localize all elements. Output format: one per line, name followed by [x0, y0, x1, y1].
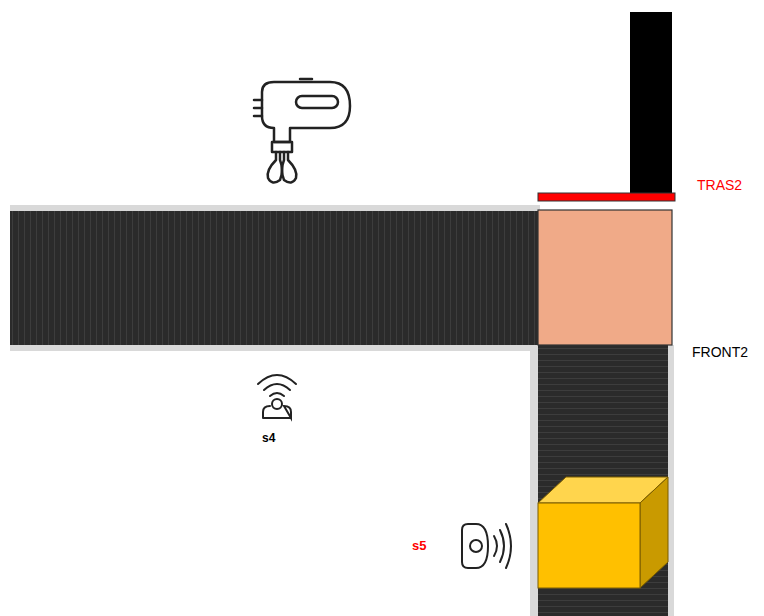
parcel-box — [538, 477, 668, 588]
belt-rail — [530, 345, 538, 616]
signal-name: TRAS2 — [697, 178, 742, 193]
mixer-icon — [254, 79, 350, 183]
conveyor-belt — [538, 345, 668, 616]
sensor-label: s5 — [412, 539, 426, 553]
proximity-sensor-icon — [462, 524, 511, 568]
belt-rail — [10, 345, 530, 351]
sensor-label: s4 — [262, 432, 275, 445]
wireless-sensor-icon — [258, 375, 296, 418]
belt-rail — [668, 345, 674, 616]
belt-rail — [10, 205, 540, 211]
transfer-zone — [538, 210, 672, 345]
signal-name: FRONT2 — [692, 345, 748, 360]
pusher-rod — [630, 12, 672, 193]
pusher-plate — [538, 193, 675, 201]
conveyor-belt — [10, 211, 538, 345]
